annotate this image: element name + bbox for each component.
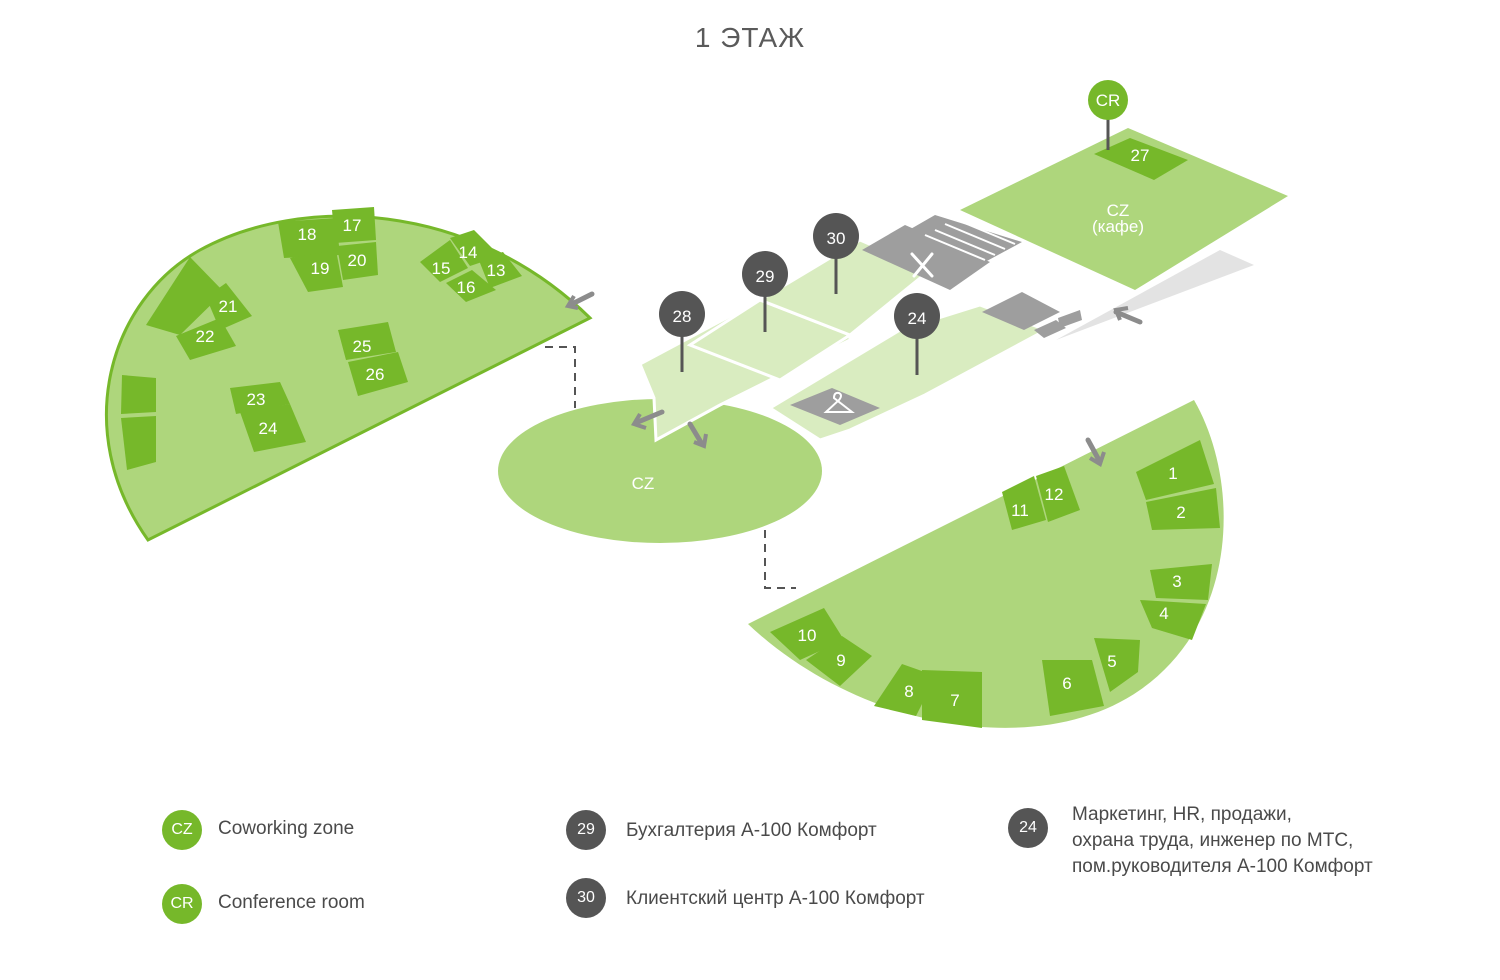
room-20: 20 <box>348 251 367 270</box>
cr-pin[interactable]: CR <box>1088 80 1128 150</box>
legend-text-29: Бухгалтерия А-100 Комфорт <box>626 820 877 841</box>
legend-badge-29: 29 <box>566 810 606 850</box>
cr-pin-label: CR <box>1096 91 1121 110</box>
room-24: 24 <box>259 419 278 438</box>
room-22: 22 <box>196 327 215 346</box>
legend-item-cr: CR Conference room <box>162 884 365 924</box>
legend-text-cr: Conference room <box>218 892 365 913</box>
dashed-connector-left <box>545 346 576 408</box>
legend-badge-cz: CZ <box>162 810 202 850</box>
room-15: 15 <box>432 259 451 278</box>
legend-text-24: Маркетинг, HR, продажи, охрана труда, ин… <box>1072 804 1373 877</box>
cafe-zone-label: CZ <box>1107 201 1130 220</box>
center-coworking-zone[interactable]: CZ <box>498 399 822 543</box>
pin-28-label: 28 <box>673 307 692 326</box>
pin-29-label: 29 <box>756 267 775 286</box>
room-12: 12 <box>1045 485 1064 504</box>
hanger-icon <box>823 391 855 413</box>
room-17: 17 <box>343 216 362 235</box>
entrance-arrow-right <box>1113 306 1143 325</box>
cafe-coworking-zone[interactable]: 27 CZ (кафе) <box>960 128 1288 290</box>
legend-text-30: Клиентский центр А-100 Комфорт <box>626 888 925 909</box>
pin-30[interactable]: 30 <box>813 213 859 294</box>
room-6: 6 <box>1062 674 1071 693</box>
arrow-center-1 <box>631 409 665 430</box>
room-21: 21 <box>219 297 238 316</box>
corridor-block <box>638 215 1082 443</box>
left-coworking-wing[interactable]: 18 17 19 20 14 15 13 16 21 22 25 26 23 2… <box>105 207 595 542</box>
legend-item-29: 29 Бухгалтерия А-100 Комфорт <box>566 810 877 850</box>
stairs-icon <box>924 218 1016 261</box>
legend-badge-24: 24 <box>1008 808 1048 848</box>
dashed-connector-right <box>764 530 796 589</box>
cafe-zone-sub: (кафе) <box>1092 217 1144 236</box>
pin-24-label: 24 <box>908 309 927 328</box>
room-26: 26 <box>366 365 385 384</box>
pin-30-label: 30 <box>827 229 846 248</box>
floor-title: 1 ЭТАЖ <box>694 22 806 53</box>
legend-badge-30: 30 <box>566 878 606 918</box>
legend-item-cz: CZ Coworking zone <box>162 810 354 850</box>
room-11: 11 <box>1011 501 1029 520</box>
entrance-arrow-right-wing <box>1085 437 1106 467</box>
room-16: 16 <box>457 278 476 297</box>
pin-28[interactable]: 28 <box>659 291 705 372</box>
room-25: 25 <box>353 337 372 356</box>
legend-item-24: 24 Маркетинг, HR, продажи, охрана труда,… <box>1008 804 1373 880</box>
cutlery-icon <box>910 252 934 278</box>
room-19: 19 <box>311 259 330 278</box>
room-7: 7 <box>950 691 959 710</box>
right-coworking-wing[interactable]: 1 2 3 4 5 6 7 8 9 10 11 12 <box>748 400 1224 728</box>
legend-text-cz: Coworking zone <box>218 818 355 839</box>
pin-29[interactable]: 29 <box>742 251 788 332</box>
room-18: 18 <box>298 225 317 244</box>
room-13: 13 <box>487 261 506 280</box>
arrow-center-2 <box>687 421 708 449</box>
room-4: 4 <box>1159 604 1168 623</box>
room-1: 1 <box>1168 464 1177 483</box>
room-8: 8 <box>904 682 913 701</box>
legend-badge-cr: CR <box>162 884 202 924</box>
room-9: 9 <box>836 651 845 670</box>
entrance-arrow-left <box>564 291 595 310</box>
room-23: 23 <box>247 390 266 409</box>
room-10: 10 <box>798 626 817 645</box>
room-27: 27 <box>1131 146 1150 165</box>
pin-24[interactable]: 24 <box>894 293 940 375</box>
entrance-wedge <box>1056 250 1254 340</box>
legend-item-30: 30 Клиентский центр А-100 Комфорт <box>566 878 925 918</box>
room-14: 14 <box>459 243 478 262</box>
room-2: 2 <box>1176 503 1185 522</box>
room-3: 3 <box>1172 572 1181 591</box>
room-5: 5 <box>1107 652 1116 671</box>
center-zone-label: CZ <box>632 474 655 493</box>
